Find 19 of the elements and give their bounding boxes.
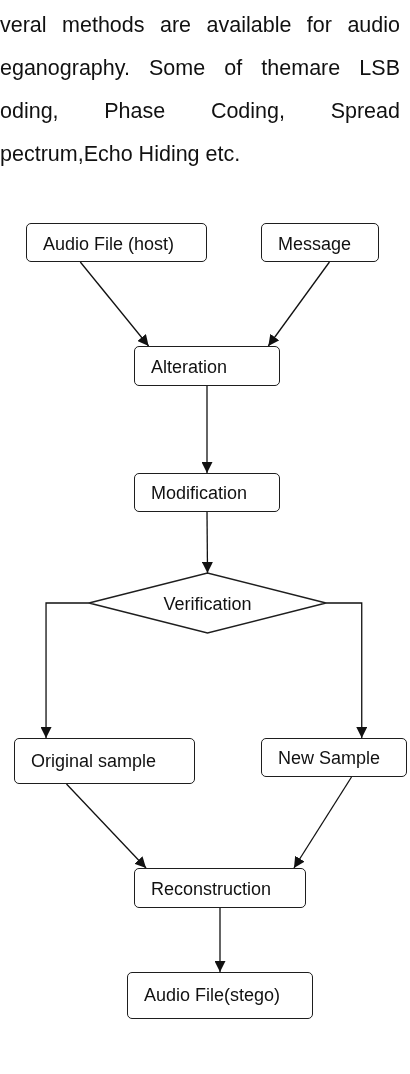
arrow: [267, 261, 331, 347]
process-box: Audio File(stego): [127, 972, 313, 1019]
arrow: [40, 602, 90, 739]
process-box: Message: [261, 223, 379, 262]
process-box: New Sample: [261, 738, 407, 777]
process-box: Modification: [134, 473, 280, 512]
arrow: [293, 776, 353, 869]
body-paragraph: veral methods are available for audio eganography. Some of themare LSB oding, Phase Coding, Spread pectrum,Echo Hiding etc.: [0, 12, 400, 168]
decision-diamond: Verification: [89, 573, 326, 633]
arrow: [201, 385, 213, 474]
process-box: Original sample: [14, 738, 195, 784]
process-box: Audio File (host): [26, 223, 207, 262]
arrow: [79, 261, 150, 347]
arrow: [325, 602, 368, 739]
arrow: [201, 511, 213, 574]
arrow: [65, 783, 147, 869]
arrow: [214, 907, 226, 973]
process-box: Alteration: [134, 346, 280, 386]
process-box: Reconstruction: [134, 868, 306, 908]
